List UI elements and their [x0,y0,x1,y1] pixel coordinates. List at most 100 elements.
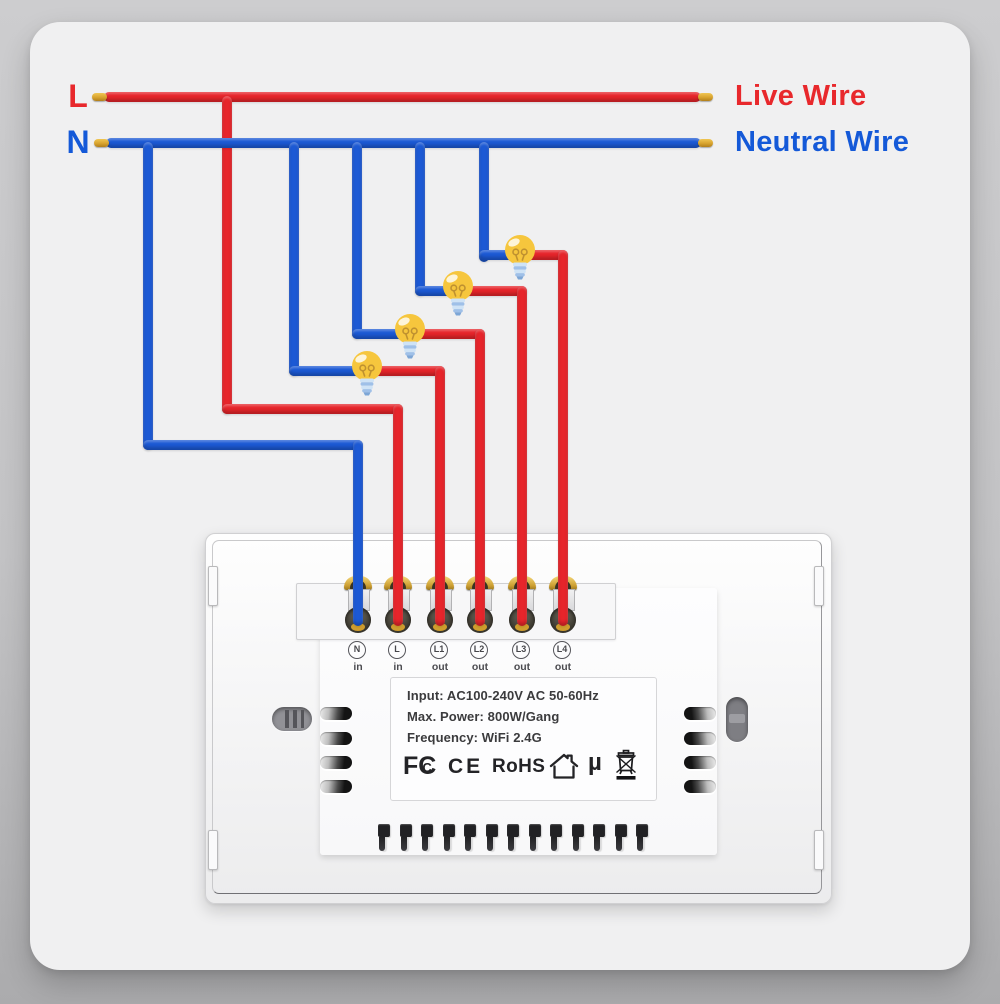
bottom-vent-13 [636,824,648,837]
neutral-wire-label: Neutral Wire [735,126,910,158]
neutral-branch-2-horizontal [415,286,463,296]
terminal-gold-contact [351,623,365,631]
bottom-vent-stem-3 [422,837,428,851]
bottom-vent-stem-7 [508,837,514,851]
spec-power-line: Max. Power: 800W/Gang [407,709,560,724]
neutral-branch-1-vertical [479,142,489,262]
live-wire-tip-right [698,93,713,101]
terminal-id-badge: L4 [553,641,571,659]
bottom-vent-stem-12 [616,837,622,851]
neutral-feed-horizontal [143,440,363,450]
bottom-vent-stem-11 [594,837,600,851]
fcc-c-big: C [418,752,437,780]
terminal-id: L2 [473,644,485,654]
bottom-vent-12 [615,824,627,837]
screw-hole-left-stripes [281,710,304,728]
spec-label: Input: AC100-240V AC 50-60Hz Max. Power:… [390,677,657,801]
bottom-vent-2 [400,824,412,837]
bottom-vent-stem-8 [530,837,536,851]
bottom-vent-stem-4 [444,837,450,851]
vent-slot-right-3 [684,756,716,769]
live-feed-vertical-1 [222,96,232,414]
terminal-id: L1 [433,644,445,654]
terminal-gold-contact [433,623,447,631]
load-wire-2-vertical [517,286,527,626]
live-feed-vertical-2 [393,404,403,626]
terminal-id-badge: L1 [430,641,448,659]
neutral-terminal-letter: N [66,124,90,160]
fcc-icon: FCC [403,752,436,781]
load-wire-4-vertical [435,366,445,626]
bottom-vent-1 [378,824,390,837]
terminal-id-badge: L [388,641,406,659]
mounting-clip-right-bottom [814,830,824,870]
terminal-id: N [353,644,361,654]
terminal-id-badge: L3 [512,641,530,659]
house-outline-icon [547,751,581,786]
live-feed-horizontal [222,404,403,414]
light-bulb-icon-1 [500,229,540,281]
micro-symbol: µ [588,749,602,776]
load-wire-3-horizontal [407,329,485,339]
vent-slot-right-1 [684,707,716,720]
bottom-vent-3 [421,824,433,837]
mounting-clip-right-top [814,566,824,606]
fcc-c-small: C [422,760,432,775]
vent-slot-right-2 [684,732,716,745]
terminal-mode: out [471,661,489,673]
bottom-vent-stem-5 [465,837,471,851]
vent-slot-left-4 [320,780,352,793]
bottom-vent-4 [443,824,455,837]
rohs-icon: RoHS [492,756,546,777]
bottom-vent-stem-9 [551,837,557,851]
terminal-id: L3 [515,644,527,654]
neutral-wire-tip-left [94,139,109,147]
live-wire-horizontal [104,92,701,102]
neutral-branch-4-horizontal [289,366,377,376]
terminal-id: L [394,644,400,654]
bottom-vent-10 [572,824,584,837]
bottom-vent-11 [593,824,605,837]
spec-frequency-line: Frequency: WiFi 2.4G [407,730,542,745]
spec-input-line: Input: AC100-240V AC 50-60Hz [407,688,599,703]
bottom-vent-8 [529,824,541,837]
terminal-gold-contact [515,623,529,631]
bottom-vent-5 [464,824,476,837]
screw-hole-right [726,697,748,742]
bottom-vent-7 [507,824,519,837]
light-bulb-icon-4 [347,345,387,397]
bottom-vent-6 [486,824,498,837]
terminal-id-badge: N [348,641,366,659]
bottom-vent-stem-1 [379,837,385,851]
terminal-gold-contact [556,623,570,631]
light-bulb-icon-3 [390,308,430,360]
neutral-branch-3-horizontal [352,329,415,339]
live-wire-tip-left [92,93,107,101]
vent-slot-right-4 [684,780,716,793]
terminal-id: L4 [556,644,568,654]
load-wire-2-horizontal [455,286,527,296]
screw-hole-left [272,707,312,731]
neutral-branch-1-horizontal [479,250,525,260]
terminal-mode: out [513,661,531,673]
load-wire-4-horizontal [364,366,445,376]
terminal-mode: in [353,661,363,673]
terminal-mode: in [393,661,403,673]
neutral-feed-vertical-2 [353,440,363,626]
bottom-vent-stem-13 [637,837,643,851]
neutral-branch-4-vertical [289,142,299,376]
terminal-gold-contact [473,623,487,631]
live-wire-label: Live Wire [735,80,867,112]
light-bulb-icon-2 [438,265,478,317]
neutral-branch-3-vertical [352,142,362,339]
load-wire-1-horizontal [517,250,568,260]
bottom-vent-9 [550,824,562,837]
bottom-vent-stem-2 [401,837,407,851]
vent-slot-left-2 [320,732,352,745]
terminal-mode: out [431,661,449,673]
terminal-id-badge: L2 [470,641,488,659]
neutral-wire-tip-right [698,139,713,147]
bottom-vent-stem-6 [487,837,493,851]
vent-slot-left-1 [320,707,352,720]
